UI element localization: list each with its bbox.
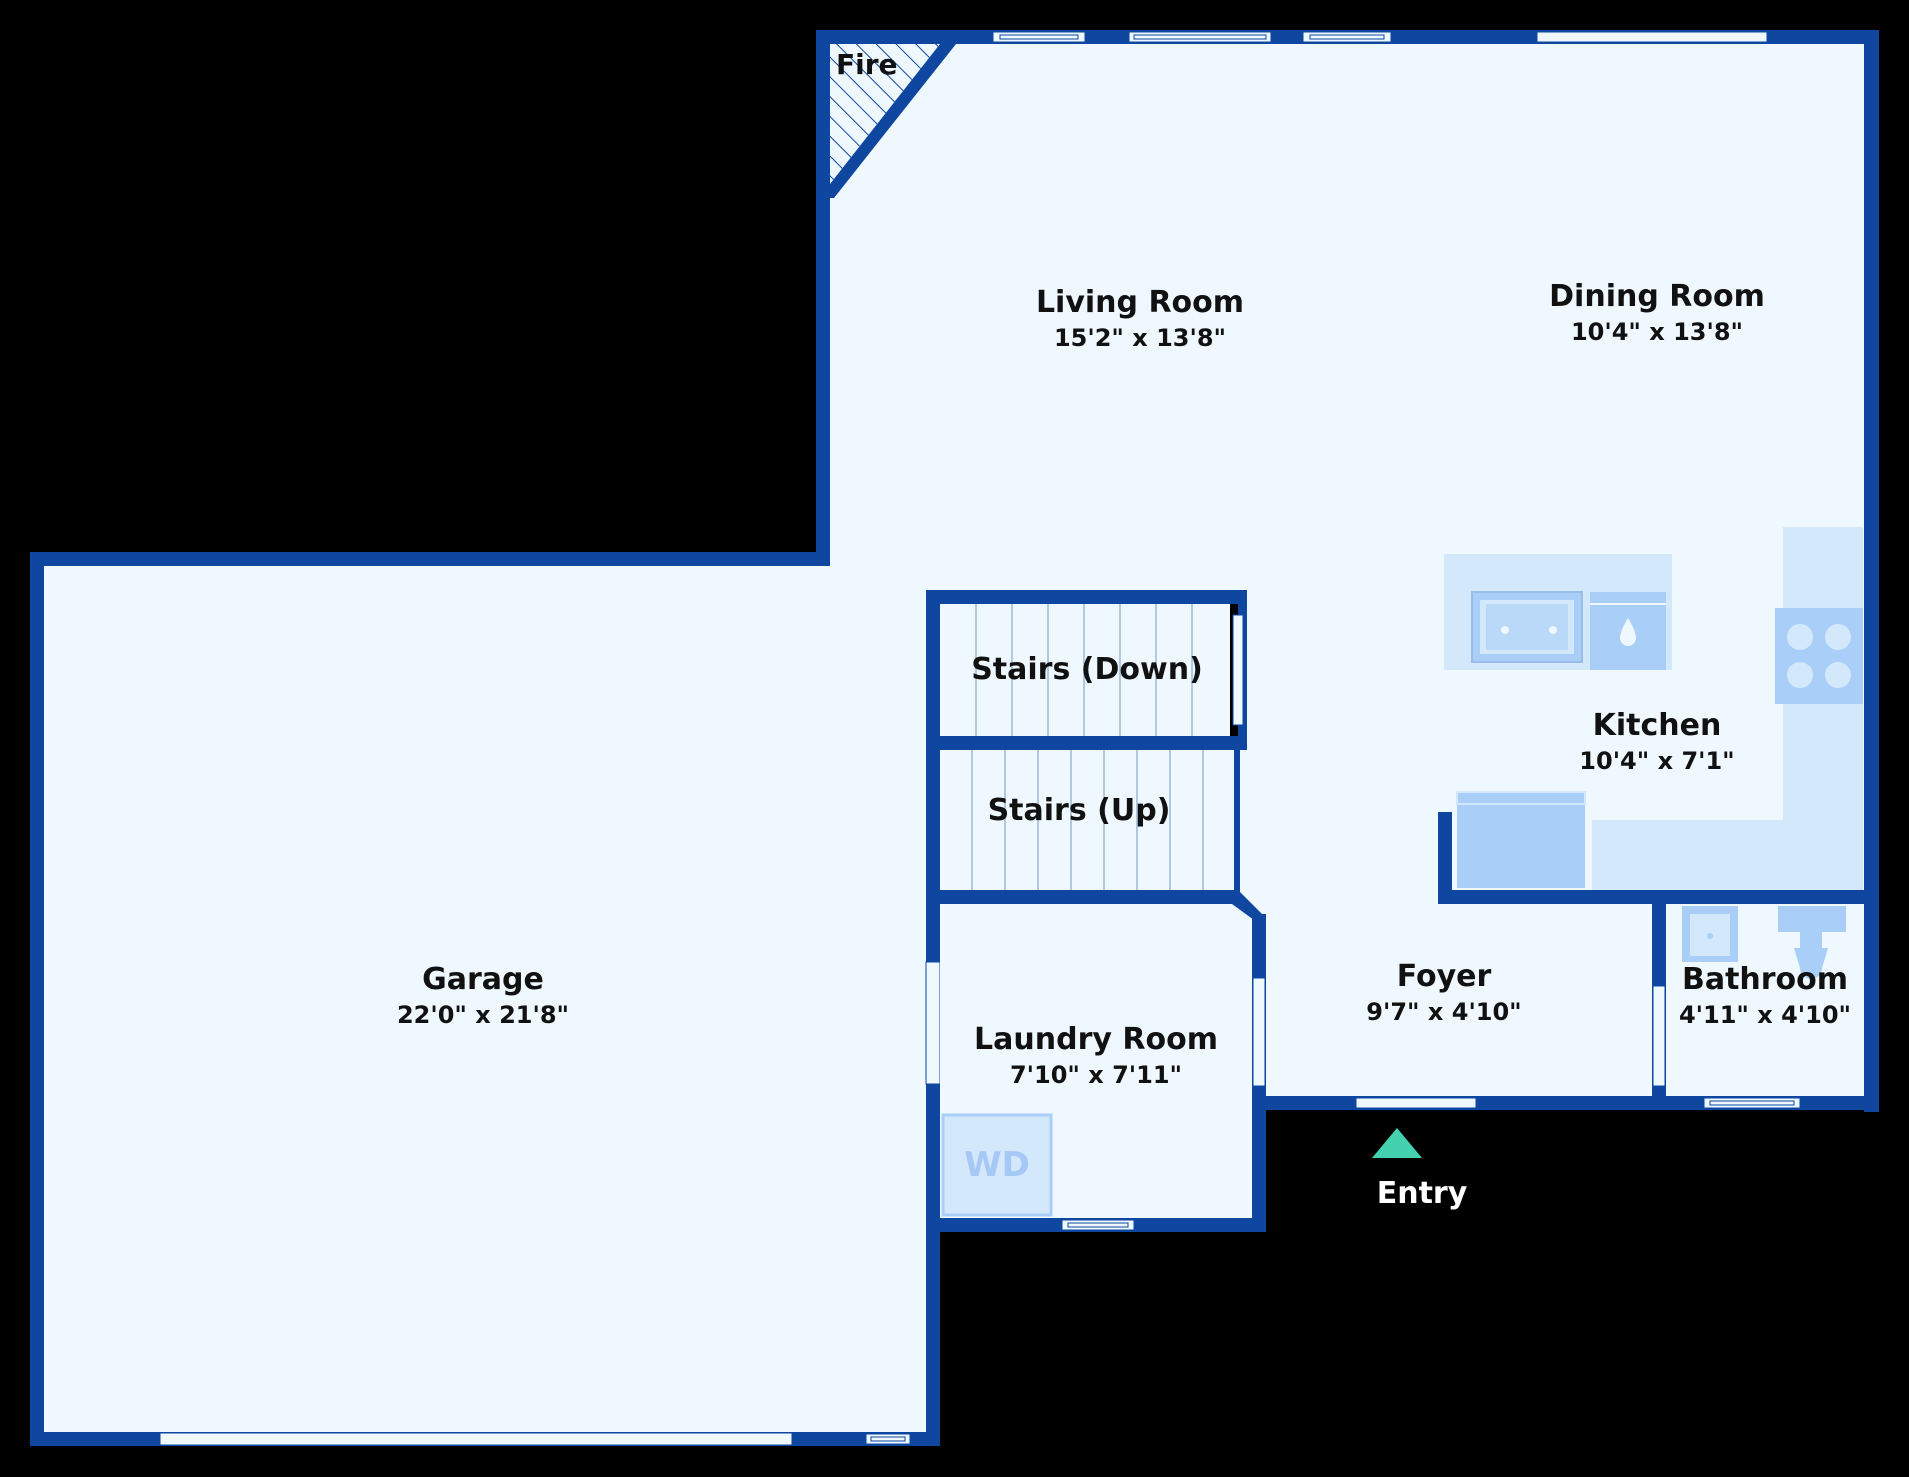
dishwasher-icon [1590,592,1666,670]
stairs-down [926,596,1246,750]
garage-dims: 22'0" x 21'8" [397,1001,569,1029]
washer-dryer-label: WD [964,1145,1030,1185]
laundry-room: WD [926,890,1268,1232]
dining-room-dims: 10'4" x 13'8" [1571,318,1743,346]
living-room-dims: 15'2" x 13'8" [1054,324,1226,352]
fireplace-label: Fire [836,48,898,81]
bathroom-dims: 4'11" x 4'10" [1679,1001,1851,1029]
foyer-name: Foyer [1397,959,1492,994]
entry-label: Entry [1377,1176,1468,1211]
sink-icon [1682,906,1738,962]
garage-block [30,552,941,1446]
living-room-name: Living Room [1036,285,1244,320]
stairs-down-name: Stairs (Down) [971,652,1203,687]
toilet-icon [1778,906,1846,979]
room-labels: Living Room 15'2" x 13'8" Dining Room 10… [397,279,1851,1089]
kitchen-fixtures [1438,527,1879,904]
top-windows [992,31,1768,43]
laundry-room-dims: 7'10" x 7'11" [1010,1061,1182,1089]
foyer-dims: 9'7" x 4'10" [1366,998,1521,1026]
sink-icon [1471,591,1583,663]
fireplace: Fire [830,44,956,198]
garage-name: Garage [422,962,544,997]
dining-room-name: Dining Room [1549,279,1765,314]
bathroom [1652,890,1864,1110]
entry-arrow-icon [1372,1128,1422,1158]
washer-dryer-icon: WD [941,1113,1053,1217]
kitchen-name: Kitchen [1593,708,1722,743]
bathroom-name: Bathroom [1682,962,1848,997]
cooktop-icon [1775,608,1863,704]
stairs-up-name: Stairs (Up) [988,793,1171,828]
laundry-room-name: Laundry Room [974,1022,1218,1057]
kitchen-dims: 10'4" x 7'1" [1579,747,1734,775]
stairs-up [926,750,1240,904]
